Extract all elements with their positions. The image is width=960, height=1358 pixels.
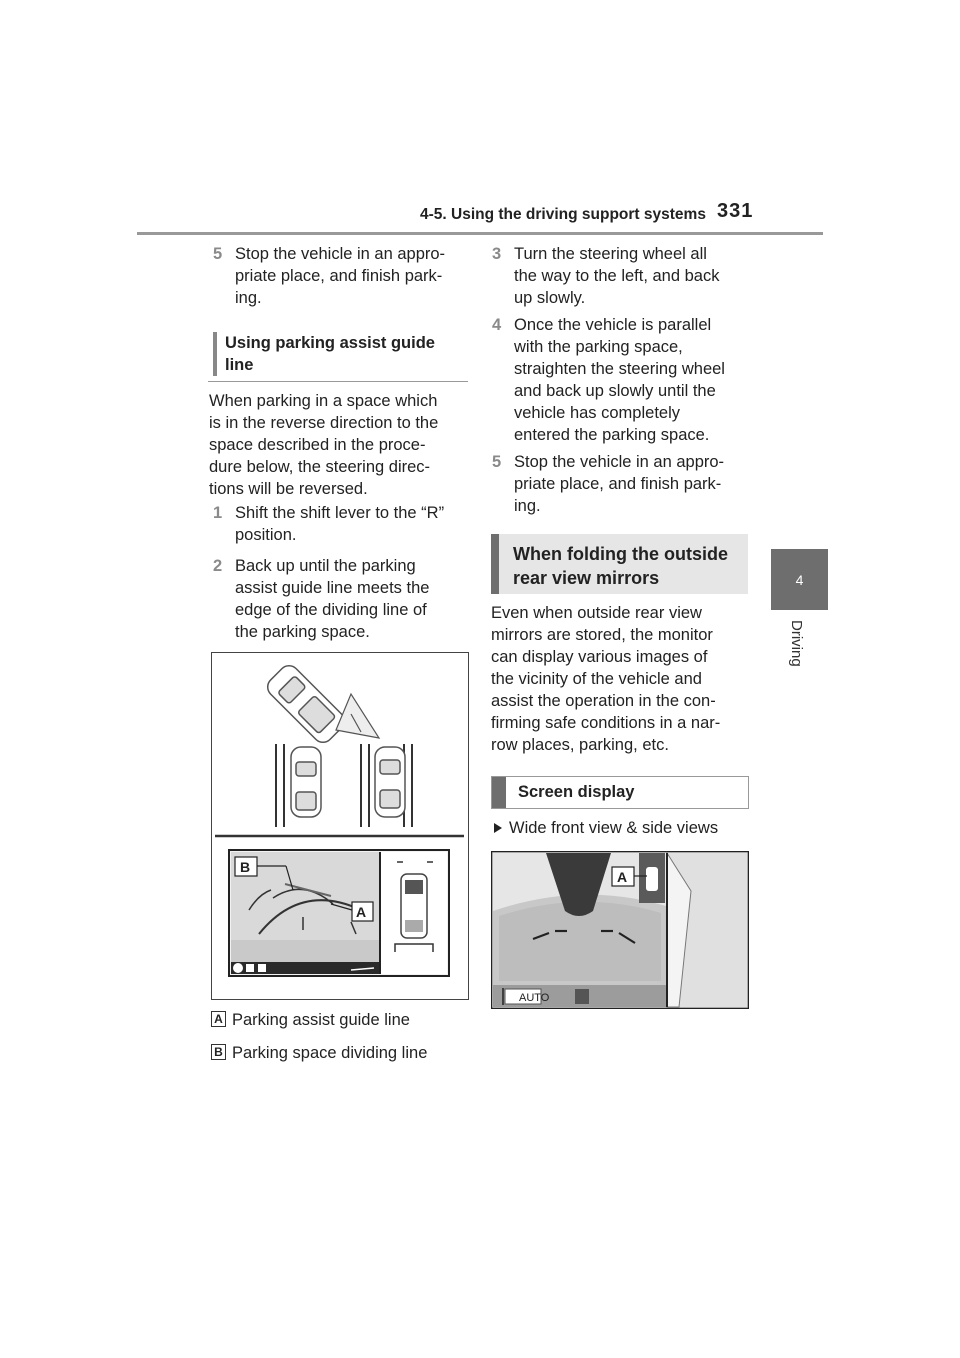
legend-key-b: B xyxy=(211,1044,226,1060)
step-line: ing. xyxy=(514,497,541,515)
paragraph-line: tions will be reversed. xyxy=(209,480,368,498)
section-heading-line: rear view mirrors xyxy=(513,568,660,588)
step-line: Stop the vehicle in an appro- xyxy=(235,245,446,263)
step-line: assist guide line meets the xyxy=(235,579,430,597)
step-number: 2 xyxy=(213,557,223,575)
folding-mirrors-paragraph: Even when outside rear view mirrors are … xyxy=(491,602,761,756)
auto-indicator: AUTO xyxy=(519,992,550,1004)
paragraph-line: the vicinity of the vehicle and xyxy=(491,670,702,688)
paragraph-line: space described in the proce- xyxy=(209,436,426,454)
step-line: entered the parking space. xyxy=(514,426,710,444)
subheading-line: line xyxy=(225,356,254,374)
reversing-car xyxy=(266,664,346,744)
step-line: straighten the steering wheel xyxy=(514,360,725,378)
step-line: the parking space. xyxy=(235,623,370,641)
step-line: vehicle has completely xyxy=(514,404,680,422)
step-line: Once the vehicle is parallel xyxy=(514,316,712,334)
step-line: and back up slowly until the xyxy=(514,382,716,400)
figure-label-b: B xyxy=(234,856,294,891)
section-header-title: 4-5. Using the driving support systems xyxy=(420,206,706,223)
step-number: 5 xyxy=(213,245,223,263)
screen-display-heading-text: Screen display xyxy=(518,783,635,801)
paragraph-line: row places, parking, etc. xyxy=(491,736,669,754)
step-line: up slowly. xyxy=(514,289,586,307)
step-line: Stop the vehicle in an appro- xyxy=(514,453,725,471)
guide-wedge xyxy=(335,692,381,739)
step-number: 3 xyxy=(492,245,502,263)
step-line: with the parking space, xyxy=(514,338,683,356)
paragraph-line: When parking in a space which xyxy=(209,392,438,410)
paragraph-line: assist the operation in the con- xyxy=(491,692,716,710)
subheading-parking-assist: Using parking assist guide line xyxy=(213,332,480,376)
step-line: position. xyxy=(235,526,297,544)
paragraph-line: is in the reverse direction to the xyxy=(209,414,439,432)
wide-front-view-figure: AUTO A xyxy=(491,851,749,1009)
step-line: priate place, and finish park- xyxy=(514,475,722,493)
step-line: edge of the dividing line of xyxy=(235,601,427,619)
triangle-bullet-icon xyxy=(494,823,502,833)
section-heading-line: When folding the outside xyxy=(513,544,728,564)
paragraph-line: dure below, the steering direc- xyxy=(209,458,431,476)
heading-bar xyxy=(492,777,506,808)
step-number: 4 xyxy=(492,316,502,334)
step-line: Turn the steering wheel all xyxy=(514,245,707,263)
paragraph-line: mirrors are stored, the monitor xyxy=(491,626,713,644)
figure-label-a: A xyxy=(330,901,374,922)
parked-car-right xyxy=(374,746,406,818)
paragraph-line: firming safe conditions in a nar- xyxy=(491,714,721,732)
screen-display-heading: Screen display xyxy=(491,776,749,809)
chapter-number: 4 xyxy=(795,571,804,588)
legend-key-a: A xyxy=(211,1011,226,1027)
parked-car-left xyxy=(290,746,322,818)
chapter-tab: 4 xyxy=(771,549,828,610)
step-number: 5 xyxy=(492,453,502,471)
legend-text-b: Parking space dividing line xyxy=(232,1044,428,1062)
step-line: Back up until the parking xyxy=(235,557,416,575)
parking-assist-figure: B A xyxy=(211,652,469,1000)
page-number: 331 xyxy=(717,200,754,222)
bullet-text: Wide front view & side views xyxy=(509,819,719,837)
step-line: ing. xyxy=(235,289,262,307)
legend-text-a: Parking assist guide line xyxy=(232,1011,410,1029)
label-b-text: B xyxy=(240,859,250,875)
step-line: Shift the shift lever to the “R” xyxy=(235,504,445,522)
chapter-name: Driving xyxy=(788,620,805,667)
camera-screen xyxy=(228,849,450,977)
step-line: priate place, and finish park- xyxy=(235,267,443,285)
step-number: 1 xyxy=(213,504,223,522)
intro-paragraph: When parking in a space which is in the … xyxy=(209,390,479,500)
label-a-text: A xyxy=(356,904,366,920)
header-divider xyxy=(137,232,823,235)
step-line: the way to the left, and back xyxy=(514,267,720,285)
subheading-line: Using parking assist guide xyxy=(225,334,435,352)
figure2-label-a: A xyxy=(617,869,627,885)
subheading-divider xyxy=(208,381,468,382)
section-heading-folding-mirrors: When folding the outside rear view mirro… xyxy=(491,534,748,594)
paragraph-line: can display various images of xyxy=(491,648,708,666)
paragraph-line: Even when outside rear view xyxy=(491,604,702,622)
